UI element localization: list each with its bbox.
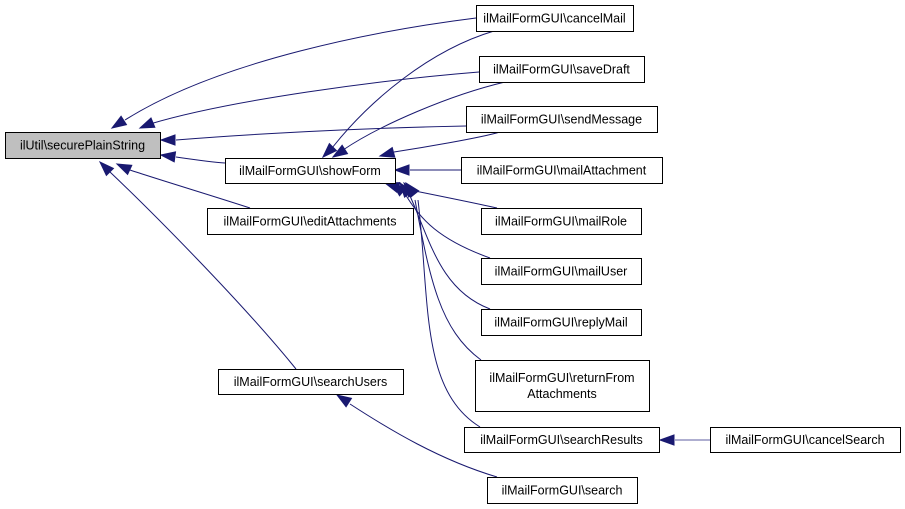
node-label: ilMailFormGUI\search — [502, 484, 623, 498]
node-box[interactable] — [466, 106, 658, 133]
node-box[interactable] — [5, 132, 161, 159]
edge-line — [393, 131, 501, 153]
node-label: ilMailFormGUI\sendMessage — [481, 113, 642, 127]
node-box[interactable] — [218, 369, 404, 395]
node-label: ilMailFormGUI\replyMail — [494, 316, 627, 330]
edge-line — [175, 156, 226, 164]
node-box[interactable] — [475, 360, 650, 412]
edge-line — [414, 199, 482, 361]
node-label: Attachments — [527, 387, 596, 401]
node-cancelMail[interactable]: ilMailFormGUI\cancelMail — [476, 5, 634, 32]
edge-showForm-to-securePlainString — [159, 151, 226, 164]
edge-searchResults-to-showForm — [405, 181, 481, 428]
edge-cancelSearch-to-searchResults — [658, 434, 710, 446]
node-searchUsers[interactable]: ilMailFormGUI\searchUsers — [218, 369, 404, 395]
edge-line — [403, 191, 491, 259]
edge-cancelMail-to-securePlainString — [110, 17, 477, 129]
edge-saveDraft-to-showForm — [331, 81, 506, 158]
edge-sendMessage-to-showForm — [378, 131, 501, 158]
node-mailAttachment[interactable]: ilMailFormGUI\mailAttachment — [461, 157, 663, 184]
node-label: ilMailFormGUI\cancelSearch — [725, 433, 884, 447]
node-label: ilUtil\securePlainString — [20, 139, 145, 153]
node-label: ilMailFormGUI\returnFrom — [489, 371, 634, 385]
arrowhead-icon — [159, 151, 177, 163]
node-box[interactable] — [476, 5, 634, 32]
arrowhead-icon — [159, 134, 176, 146]
node-label: ilMailFormGUI\mailUser — [495, 265, 628, 279]
edge-line — [342, 81, 506, 151]
edge-editAttachments-to-securePlainString — [115, 163, 251, 209]
edge-saveDraft-to-securePlainString — [138, 71, 480, 129]
node-mailRole[interactable]: ilMailFormGUI\mailRole — [481, 208, 642, 235]
node-box[interactable] — [225, 158, 396, 184]
arrowhead-icon — [110, 115, 128, 129]
edge-line — [149, 71, 480, 125]
edge-line — [124, 17, 477, 121]
edge-line — [129, 169, 251, 209]
edge-line — [331, 30, 495, 149]
arrowhead-icon — [98, 160, 115, 177]
node-cancelSearch[interactable]: ilMailFormGUI\cancelSearch — [710, 427, 901, 453]
node-saveDraft[interactable]: ilMailFormGUI\saveDraft — [479, 56, 645, 83]
arrowhead-icon — [658, 434, 675, 446]
edge-mailAttachment-to-showForm — [393, 164, 461, 176]
arrowhead-icon — [331, 144, 349, 158]
node-replyMail[interactable]: ilMailFormGUI\replyMail — [481, 309, 642, 336]
node-label: ilMailFormGUI\cancelMail — [483, 12, 625, 26]
arrowhead-icon — [335, 394, 353, 408]
node-label: ilMailFormGUI\mailAttachment — [477, 164, 647, 178]
arrowhead-icon — [378, 146, 396, 158]
node-box[interactable] — [481, 258, 642, 285]
node-box[interactable] — [479, 56, 645, 83]
edge-line — [109, 171, 297, 370]
edge-sendMessage-to-securePlainString — [159, 125, 467, 146]
node-label: ilMailFormGUI\editAttachments — [224, 215, 397, 229]
node-box[interactable] — [481, 309, 642, 336]
node-box[interactable] — [464, 427, 660, 453]
edge-search-to-searchUsers — [335, 394, 498, 478]
edge-line — [417, 199, 481, 428]
node-showForm[interactable]: ilMailFormGUI\showForm — [225, 158, 396, 184]
node-searchResults[interactable]: ilMailFormGUI\searchResults — [464, 427, 660, 453]
node-editAttachments[interactable]: ilMailFormGUI\editAttachments — [207, 208, 414, 235]
edge-searchUsers-to-securePlainString — [98, 160, 297, 370]
edge-line — [409, 195, 491, 310]
node-securePlainString[interactable]: ilUtil\securePlainString — [5, 132, 161, 159]
arrowhead-icon — [115, 163, 133, 176]
arrowhead-icon — [321, 142, 338, 159]
node-search[interactable]: ilMailFormGUI\search — [487, 477, 638, 504]
edge-replyMail-to-showForm — [399, 181, 491, 310]
node-label: ilMailFormGUI\searchUsers — [234, 375, 388, 389]
edge-cancelMail-to-showForm — [321, 30, 495, 159]
nodes-layer: ilUtil\securePlainString ilMailFormGUI\sh… — [5, 5, 901, 504]
edge-line — [175, 125, 467, 141]
edges-layer — [98, 17, 710, 478]
node-label: ilMailFormGUI\showForm — [239, 164, 381, 178]
node-box[interactable] — [481, 208, 642, 235]
node-label: ilMailFormGUI\searchResults — [480, 433, 643, 447]
node-label: ilMailFormGUI\mailRole — [495, 215, 627, 229]
node-sendMessage[interactable]: ilMailFormGUI\sendMessage — [466, 106, 658, 133]
arrowhead-icon — [405, 181, 420, 198]
node-label: ilMailFormGUI\saveDraft — [493, 63, 630, 77]
arrowhead-icon — [393, 164, 410, 176]
node-box[interactable] — [461, 157, 663, 184]
node-box[interactable] — [710, 427, 901, 453]
node-box[interactable] — [207, 208, 414, 235]
arrowhead-icon — [138, 117, 156, 129]
node-box[interactable] — [487, 477, 638, 504]
node-mailUser[interactable]: ilMailFormGUI\mailUser — [481, 258, 642, 285]
edge-line — [349, 403, 498, 478]
